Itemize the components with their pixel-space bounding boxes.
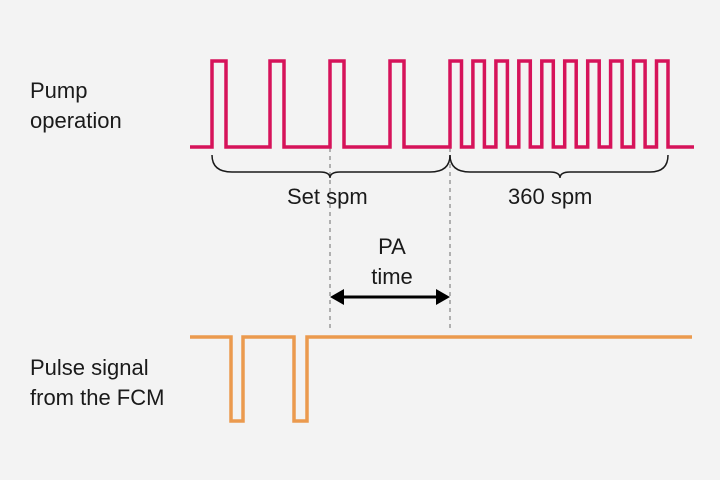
pulse-signal-label: Pulse signal from the FCM: [30, 355, 165, 410]
set-spm-bracket: [211, 154, 451, 179]
set-spm-label: Set spm: [287, 184, 368, 209]
pulse-signal-wave: [190, 335, 692, 423]
pump-operation-label: Pump operation: [30, 78, 122, 133]
pa-time-arrow: [330, 289, 450, 305]
fast-spm-label: 360 spm: [508, 184, 593, 209]
pump-operation-wave: [190, 59, 694, 149]
pa-time-label: PA time: [371, 234, 413, 289]
fast-spm-bracket: [449, 154, 669, 179]
